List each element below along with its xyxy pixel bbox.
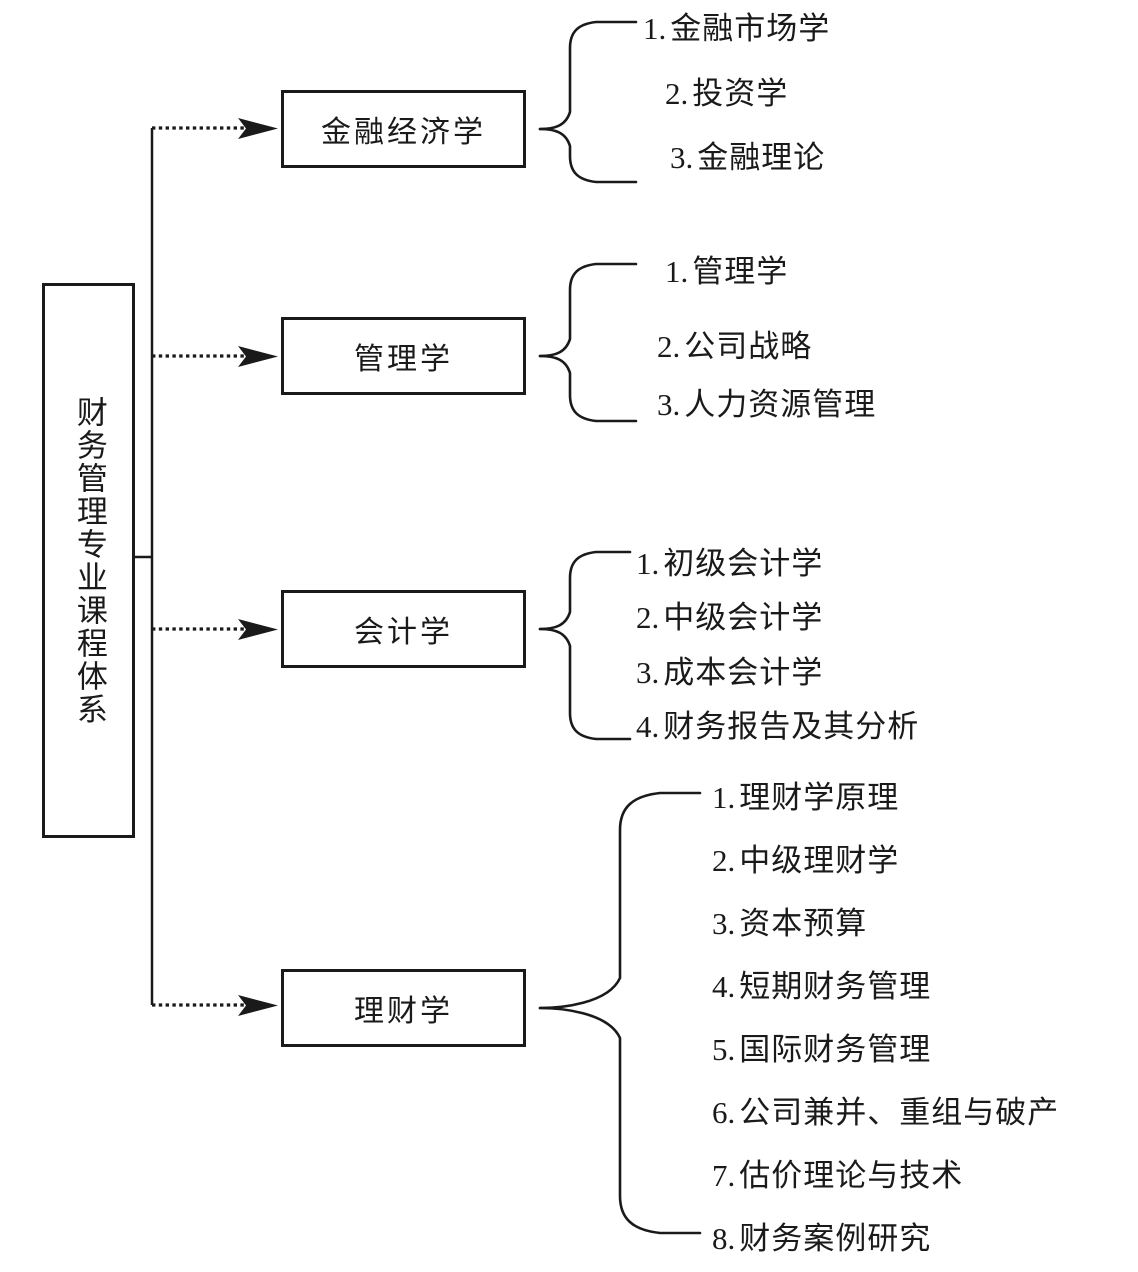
list-item: 8.财务案例研究 (712, 1223, 931, 1254)
item-number: 8. (712, 1221, 736, 1256)
list-item: 1.初级会计学 (636, 548, 823, 579)
item-number: 1. (643, 11, 667, 46)
item-number: 3. (670, 140, 694, 175)
item-text: 公司兼并、重组与破产 (739, 1095, 1060, 1130)
list-item: 1.金融市场学 (643, 13, 830, 44)
arrow-connector-1 (152, 346, 278, 367)
item-number: 3. (712, 906, 736, 941)
trunk-line (135, 128, 154, 1005)
list-item: 2.公司战略 (657, 331, 812, 362)
brace-group-1 (538, 262, 638, 423)
item-number: 4. (712, 969, 736, 1004)
item-text: 中级理财学 (739, 843, 900, 878)
category-box-1: 管理学 (281, 317, 526, 395)
item-number: 2. (636, 600, 660, 635)
arrow-connector-0 (152, 118, 278, 139)
item-number: 5. (712, 1032, 736, 1067)
item-text: 人力资源管理 (684, 387, 877, 422)
item-text: 财务报告及其分析 (663, 709, 920, 744)
item-text: 初级会计学 (663, 546, 824, 581)
item-number: 1. (665, 254, 689, 289)
root-node: 财务管理专业课程体系 (42, 283, 135, 838)
arrow-connector-2 (152, 619, 278, 640)
list-item: 7.估价理论与技术 (712, 1160, 963, 1191)
list-item: 5.国际财务管理 (712, 1034, 931, 1065)
list-item: 1.管理学 (665, 256, 788, 287)
item-text: 国际财务管理 (739, 1032, 932, 1067)
list-item: 3.金融理论 (670, 142, 825, 173)
item-text: 短期财务管理 (739, 969, 932, 1004)
category-label-0: 金融经济学 (321, 116, 486, 149)
item-text: 金融理论 (697, 140, 826, 175)
brace-group-3 (538, 791, 702, 1235)
arrow-connector-3 (152, 995, 278, 1016)
category-label-1: 管理学 (354, 343, 453, 376)
item-text: 成本会计学 (663, 655, 824, 690)
item-text: 估价理论与技术 (739, 1158, 964, 1193)
item-text: 财务案例研究 (739, 1221, 932, 1256)
list-item: 3.资本预算 (712, 908, 867, 939)
item-text: 管理学 (692, 254, 789, 289)
item-text: 中级会计学 (663, 600, 824, 635)
item-text: 金融市场学 (670, 11, 831, 46)
item-number: 3. (636, 655, 660, 690)
brace-group-2 (538, 550, 632, 741)
category-label-3: 理财学 (354, 995, 453, 1028)
root-node-label: 财务管理专业课程体系 (71, 395, 107, 726)
category-box-0: 金融经济学 (281, 90, 526, 168)
item-number: 6. (712, 1095, 736, 1130)
category-label-2: 会计学 (354, 616, 453, 649)
item-number: 7. (712, 1158, 736, 1193)
item-text: 投资学 (692, 76, 789, 111)
category-box-2: 会计学 (281, 590, 526, 668)
item-text: 理财学原理 (739, 780, 900, 815)
item-number: 4. (636, 709, 660, 744)
list-item: 4.财务报告及其分析 (636, 711, 919, 742)
item-number: 2. (665, 76, 689, 111)
item-number: 2. (657, 329, 681, 364)
category-box-3: 理财学 (281, 969, 526, 1047)
item-number: 3. (657, 387, 681, 422)
list-item: 4.短期财务管理 (712, 971, 931, 1002)
brace-group-0 (538, 20, 638, 184)
list-item: 3.人力资源管理 (657, 389, 876, 420)
list-item: 3.成本会计学 (636, 657, 823, 688)
item-text: 公司战略 (684, 329, 813, 364)
list-item: 2.投资学 (665, 78, 788, 109)
list-item: 2.中级会计学 (636, 602, 823, 633)
item-number: 1. (712, 780, 736, 815)
list-item: 6.公司兼并、重组与破产 (712, 1097, 1059, 1128)
list-item: 1.理财学原理 (712, 782, 899, 813)
item-text: 资本预算 (739, 906, 868, 941)
list-item: 2.中级理财学 (712, 845, 899, 876)
item-number: 2. (712, 843, 736, 878)
item-number: 1. (636, 546, 660, 581)
